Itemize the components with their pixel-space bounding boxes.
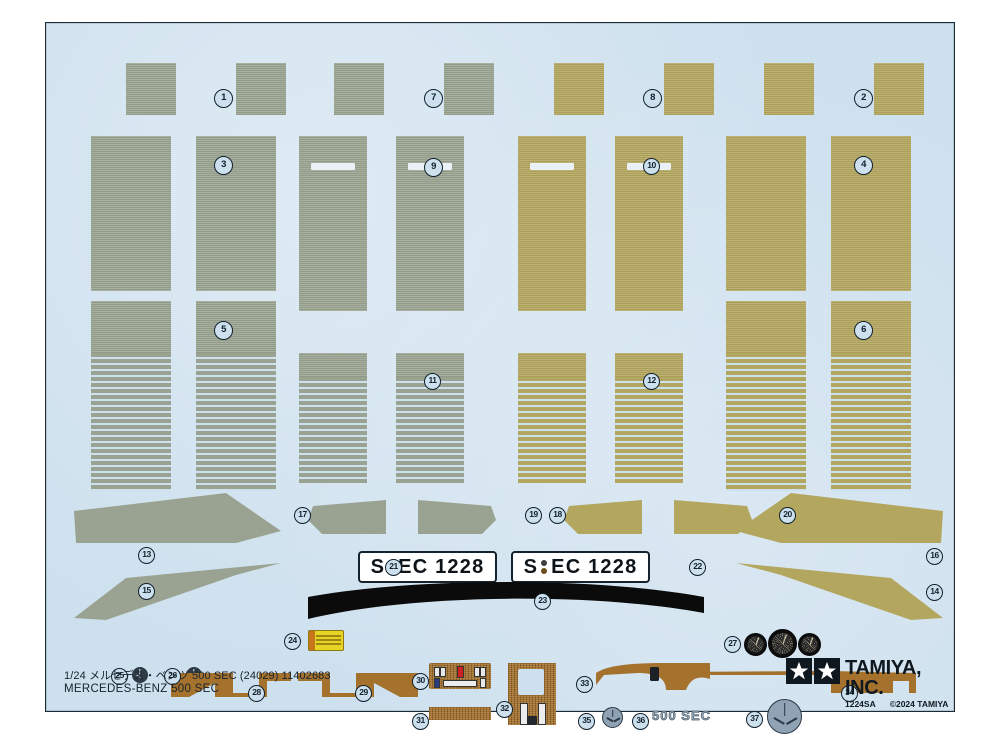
decal-panel-9a — [299, 136, 367, 311]
decal-panel-11a — [299, 353, 367, 483]
mercedes-star-icon-35 — [602, 707, 623, 728]
decal-slot-10a — [530, 163, 574, 170]
decal-side-strips-left — [74, 493, 281, 620]
decal-panel-2a — [764, 63, 814, 115]
tamiya-logo: TAMIYA, INC. 1224SA ©2024 TAMIYA — [786, 658, 954, 709]
decal-panel-5a — [91, 301, 171, 491]
decal-number-6: 6 — [854, 321, 873, 340]
decal-number-31: 31 — [412, 713, 429, 730]
decal-number-7: 7 — [424, 89, 443, 108]
decal-number-20: 20 — [779, 507, 796, 524]
decal-quarter-20 — [674, 500, 752, 534]
decal-number-25: 25 — [111, 668, 128, 685]
decal-number-3: 3 — [214, 156, 233, 175]
decal-panel-12b — [615, 353, 683, 483]
decal-number-27: 27 — [724, 636, 741, 653]
decal-panel-2b — [874, 63, 924, 115]
decal-number-30: 30 — [412, 673, 429, 690]
tamiya-brand-text: TAMIYA, INC. — [845, 657, 922, 699]
decal-number-14: 14 — [926, 584, 943, 601]
decal-number-17: 17 — [294, 507, 311, 524]
decal-number-12: 12 — [643, 373, 660, 390]
decal-warning-sticker-24 — [308, 630, 344, 651]
decal-panel-1b — [236, 63, 286, 115]
decal-number-8: 8 — [643, 89, 662, 108]
decal-number-22: 22 — [689, 559, 706, 576]
decal-number-5: 5 — [214, 321, 233, 340]
decal-number-11: 11 — [424, 373, 441, 390]
gauge-speedometer-27b — [768, 629, 797, 658]
decal-panel-6a — [726, 301, 806, 491]
decal-quarter-19 — [418, 500, 496, 534]
decal-number-2: 2 — [854, 89, 873, 108]
decal-number-36: 36 — [632, 713, 649, 730]
decal-number-15: 15 — [138, 583, 155, 600]
mercedes-star-icon-25 — [132, 667, 148, 683]
decal-center-console-32 — [508, 663, 556, 725]
decal-panel-4a — [726, 136, 806, 291]
decal-windshield-band-23 — [308, 582, 704, 619]
decal-panel-12a — [518, 353, 586, 483]
decal-number-18: 18 — [549, 507, 566, 524]
decal-number-29: 29 — [355, 685, 372, 702]
decal-number-26: 26 — [164, 668, 181, 685]
decal-number-13: 13 — [138, 547, 155, 564]
decal-panel-7a — [334, 63, 384, 115]
decal-panel-10a — [518, 136, 586, 311]
decal-number-32: 32 — [496, 701, 513, 718]
gauge-clock-27c — [798, 633, 821, 656]
decal-panel-1a — [126, 63, 176, 115]
star-icon-1 — [786, 658, 812, 684]
gauge-tachometer-27a — [744, 633, 767, 656]
decal-panel-3b — [196, 136, 276, 291]
decal-number-1: 1 — [214, 89, 233, 108]
decal-number-33: 33 — [576, 676, 593, 693]
decal-panel-3a — [91, 136, 171, 291]
decal-number-35: 35 — [578, 713, 595, 730]
decal-panel-8a — [554, 63, 604, 115]
decal-number-34: 34 — [841, 685, 858, 702]
mercedes-star-icon-37 — [767, 699, 802, 734]
decal-number-23: 23 — [534, 593, 551, 610]
footer-en-title: MERCEDES-BENZ 500 SEC — [64, 683, 220, 695]
decal-dashboard-33 — [596, 663, 710, 690]
decal-number-19: 19 — [525, 507, 542, 524]
decal-number-10: 10 — [643, 158, 660, 175]
decal-quarter-17 — [308, 500, 386, 534]
tamiya-code: 1224SA — [845, 699, 876, 709]
star-icon-2 — [814, 658, 840, 684]
decal-wood-trim-29 — [298, 673, 418, 697]
decal-trim-strip-31 — [429, 707, 491, 720]
tamiya-stars-icon — [786, 658, 840, 684]
decal-slot-9a — [311, 163, 355, 170]
decal-number-16: 16 — [926, 548, 943, 565]
decal-panel-5b — [196, 301, 276, 491]
decal-number-28: 28 — [248, 685, 265, 702]
decal-quarter-18 — [564, 500, 642, 534]
decal-number-4: 4 — [854, 156, 873, 175]
plate-seal-icon-2 — [541, 559, 548, 575]
decal-instrument-panel-30 — [429, 663, 491, 689]
decal-number-9: 9 — [424, 158, 443, 177]
footer-jp-title: 1/24 メルセデス・ベンツ 500 SEC (24029) 11402683 — [64, 670, 331, 682]
decal-side-strips-right — [736, 493, 943, 620]
decal-number-21: 21 — [385, 559, 402, 576]
decal-panel-7b — [444, 63, 494, 115]
model-script-badge-36: 500 SEC — [652, 708, 712, 724]
tamiya-copyright: ©2024 TAMIYA — [889, 699, 949, 709]
decal-number-37: 37 — [746, 711, 763, 728]
decal-panel-8b — [664, 63, 714, 115]
decal-number-24: 24 — [284, 633, 301, 650]
